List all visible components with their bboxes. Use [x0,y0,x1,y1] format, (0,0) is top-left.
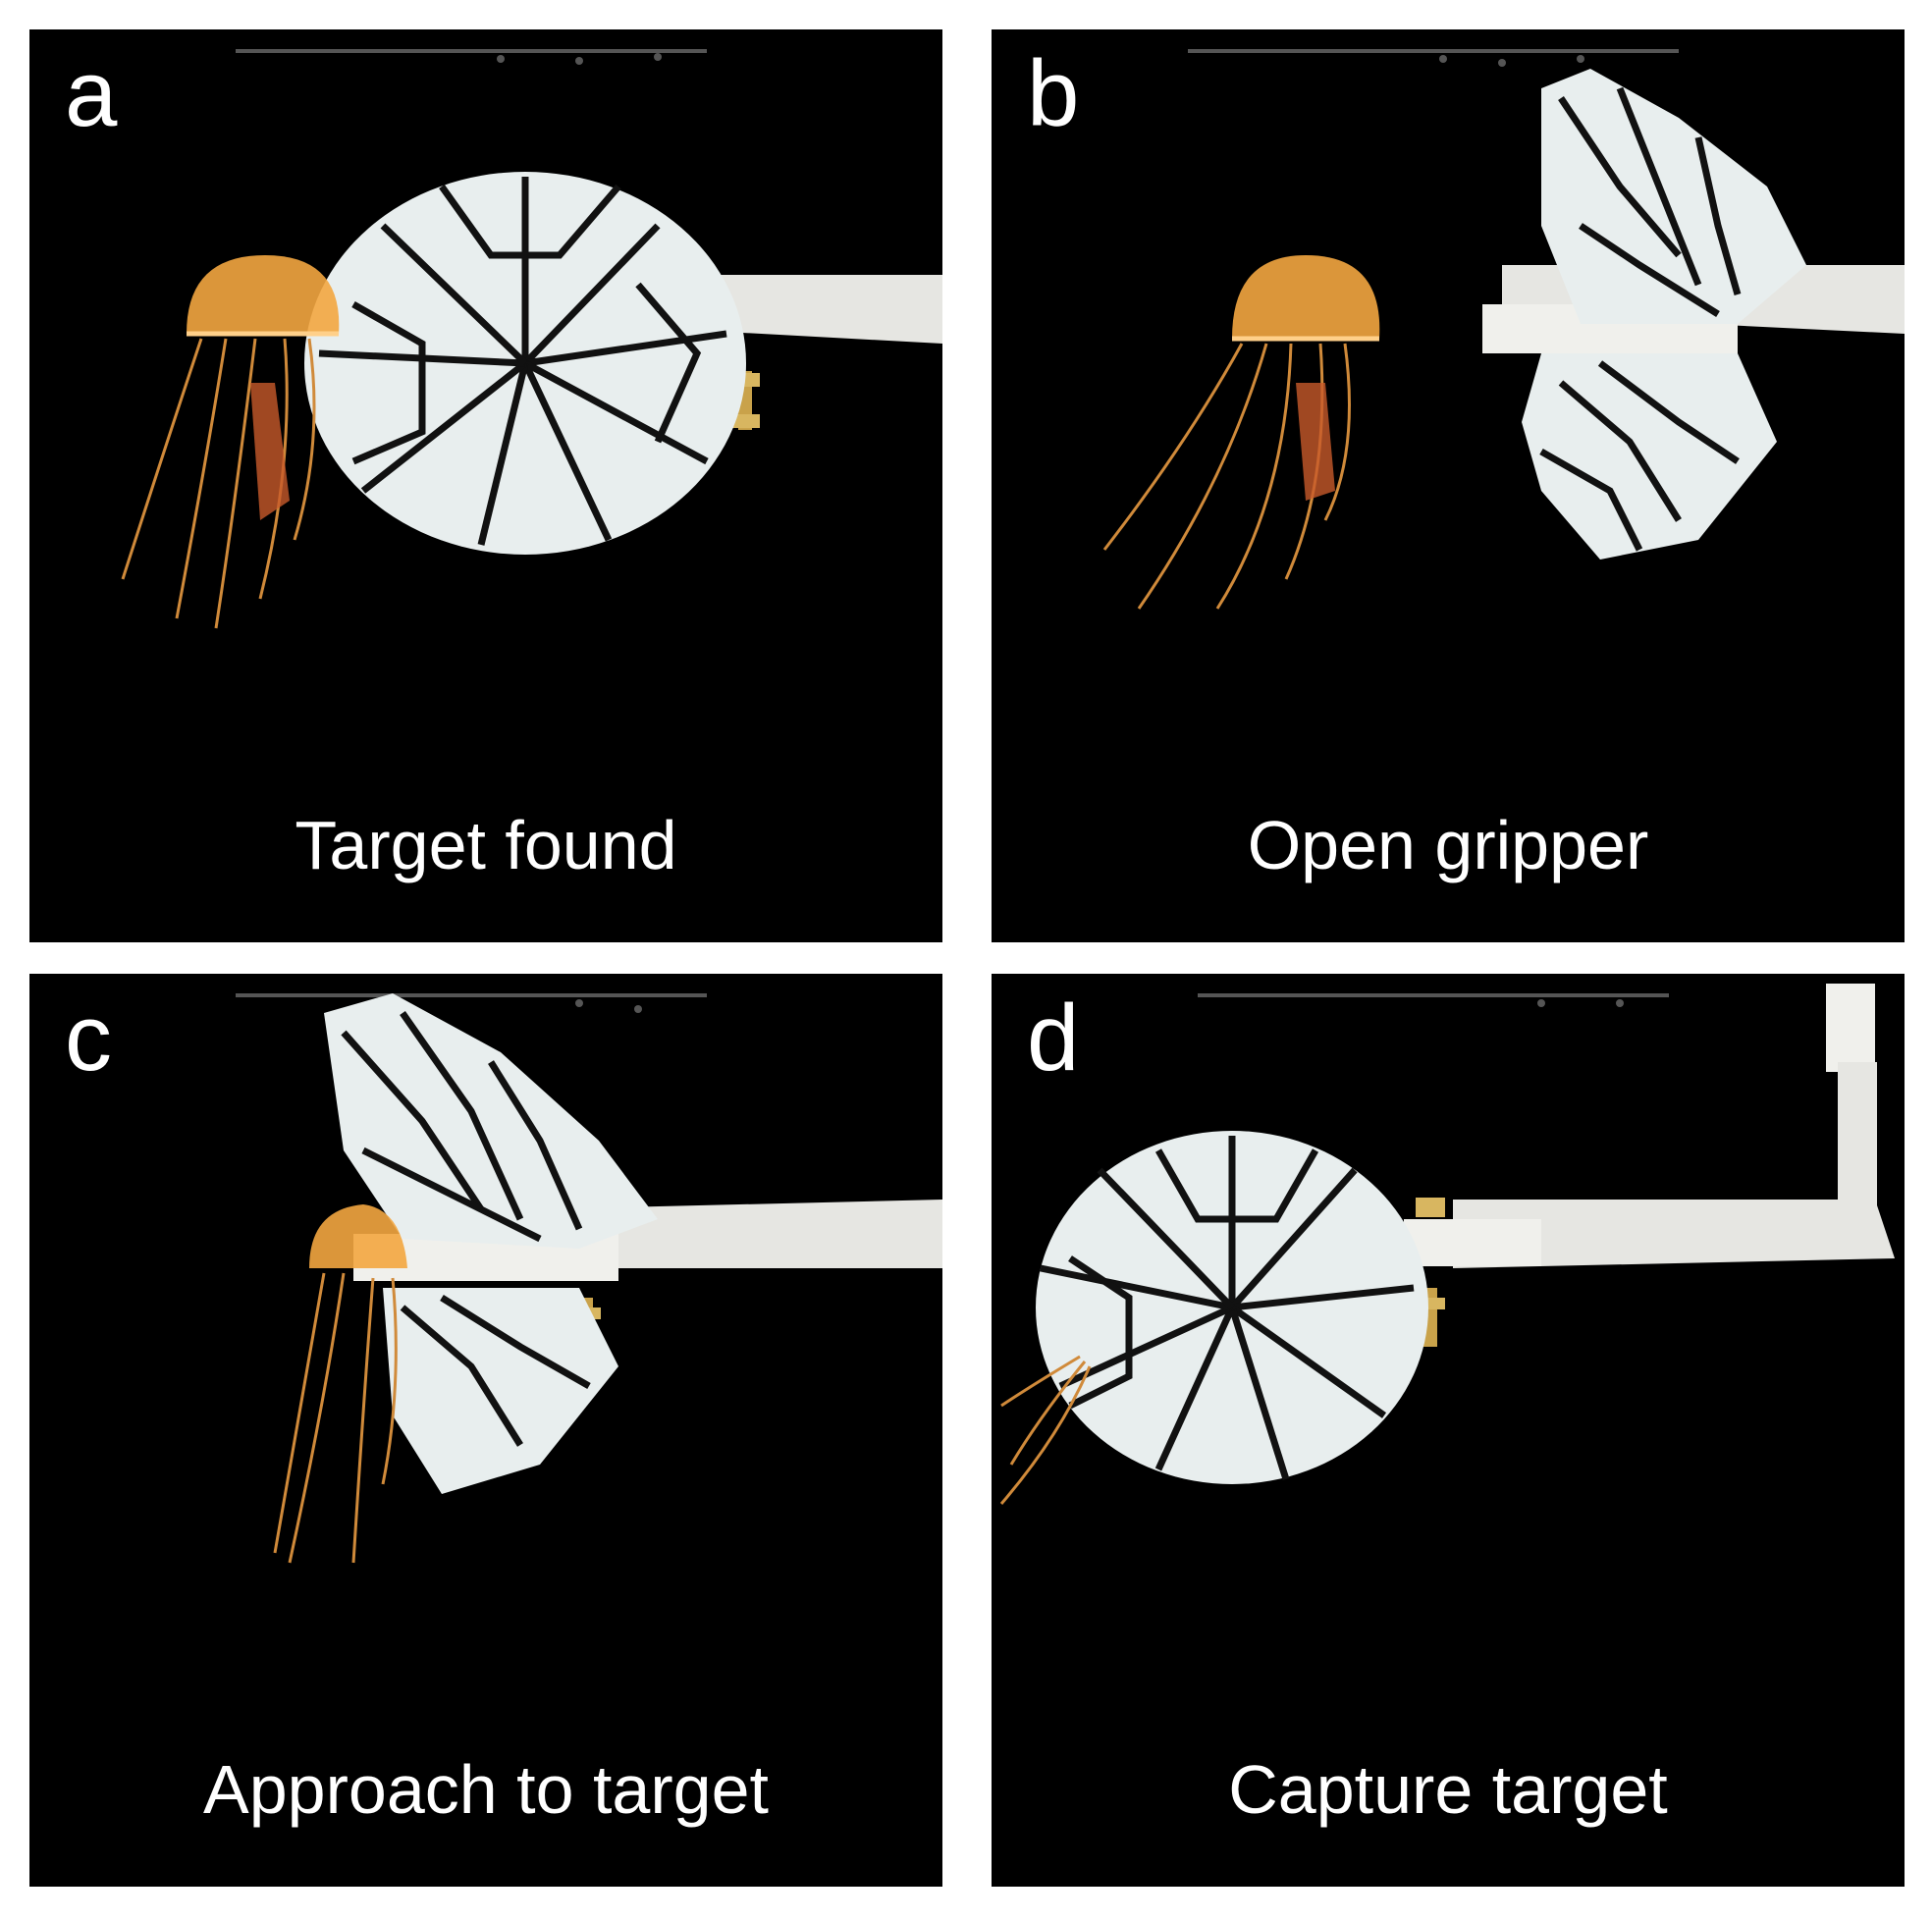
panel-d: d Capture target [992,974,1905,1887]
panel-caption: Target found [295,807,677,883]
panel-label: d [1027,986,1080,1091]
scene-b [1102,49,1905,610]
panel-caption: Open gripper [1247,807,1649,883]
tank-rim [1198,993,1669,1007]
tank-rim [1188,49,1679,67]
panel-b: b Open gripper [992,29,1905,942]
jellyfish-tentacles [999,1355,1092,1505]
panel-label: c [65,986,112,1091]
jellyfish [1102,255,1380,610]
panel-caption: Approach to target [203,1751,769,1828]
tank-rim [236,993,707,1013]
panel-c: c Approach to target [29,974,942,1887]
origami-gripper [304,172,746,555]
robot-arm [1404,984,1895,1347]
panel-a: a Target found [29,29,942,942]
tank-rim [236,49,707,65]
origami-gripper [1522,69,1806,560]
scene-a [121,49,942,629]
origami-gripper [1036,1131,1428,1484]
panel-label: b [1027,41,1080,146]
scene-d [999,984,1895,1505]
origami-gripper [324,993,658,1494]
scene-c [236,993,942,1564]
jellyfish [273,1204,407,1564]
panel-caption: Capture target [1228,1751,1668,1828]
panel-label: a [65,41,118,146]
jellyfish [121,255,340,629]
